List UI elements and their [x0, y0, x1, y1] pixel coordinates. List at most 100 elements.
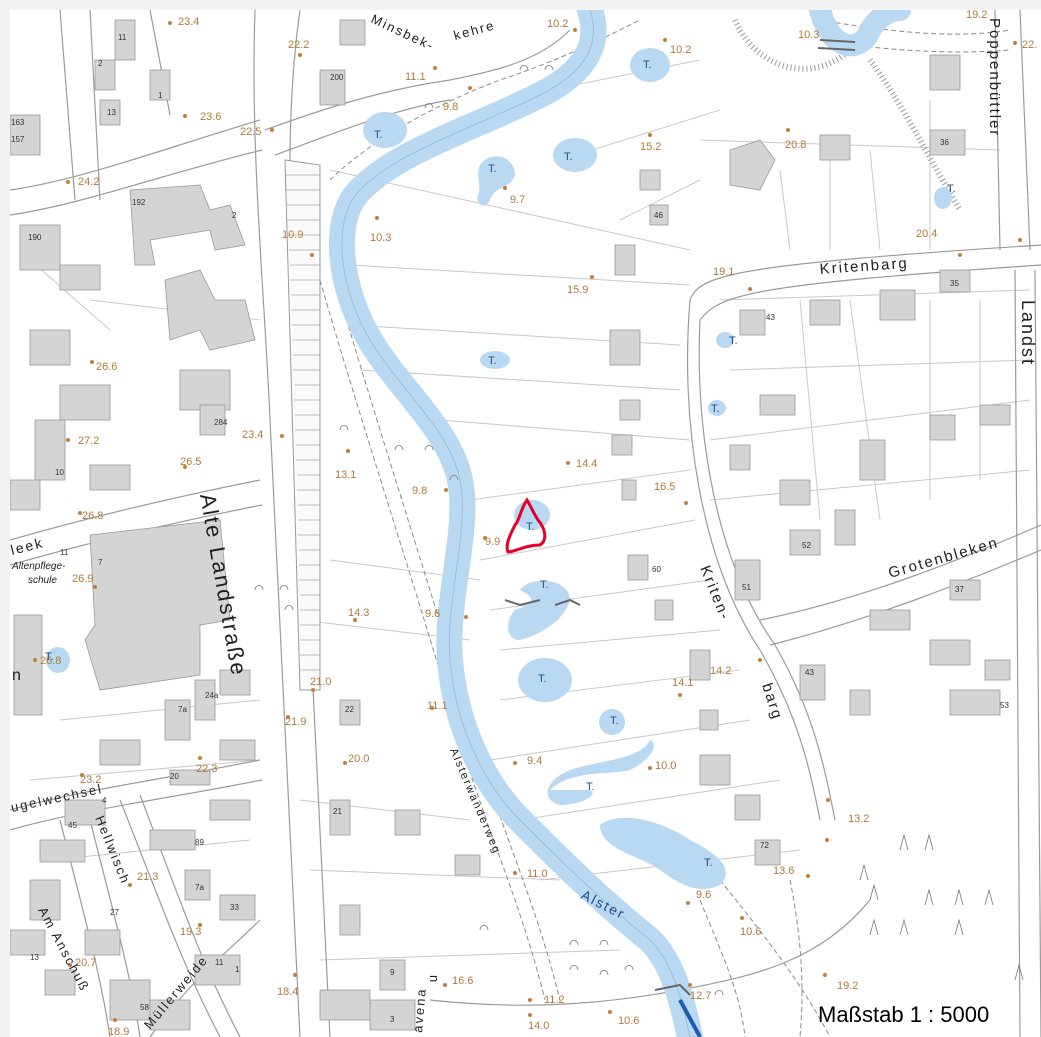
building-number: 36	[940, 138, 949, 147]
building-number: 13	[107, 108, 116, 117]
highlighted-plot[interactable]	[505, 497, 547, 554]
building-number: 22	[345, 705, 354, 714]
height-label: 20.7	[75, 957, 96, 969]
building-number: 21	[333, 807, 342, 816]
height-label: 22.	[1022, 39, 1037, 51]
pond-label: T.	[643, 59, 652, 71]
height-label: 10.9	[282, 229, 303, 241]
building-number: 11	[118, 33, 127, 42]
bridges	[504, 39, 856, 996]
pond-label: T.	[374, 129, 383, 141]
height-dots	[33, 21, 1022, 1022]
building-number: 284	[214, 418, 228, 427]
building-number: 163	[11, 118, 25, 127]
height-label: 14.2	[710, 665, 731, 677]
building-number: 2	[98, 59, 103, 68]
height-label: 26.9	[72, 573, 93, 585]
road-network	[10, 10, 1041, 1037]
height-label: 23.6	[200, 111, 221, 123]
building-number: 43	[805, 668, 814, 677]
building-number: 58	[140, 1003, 149, 1012]
building-number: 1	[158, 91, 163, 100]
building-number: 52	[802, 541, 811, 550]
height-label: 9.6	[696, 889, 711, 901]
height-label: 24.2	[78, 176, 99, 188]
height-label: 15.2	[640, 141, 661, 153]
alster-river	[328, 10, 911, 1037]
height-label: 9.6	[425, 608, 440, 620]
pond-label: T.	[704, 857, 713, 869]
height-label: 12.7	[690, 990, 711, 1002]
height-label: 14.0	[528, 1020, 549, 1032]
height-label: 10.0	[655, 760, 676, 772]
building-number: 45	[68, 821, 77, 830]
building-number: 192	[132, 198, 146, 207]
building-number: 60	[652, 565, 661, 574]
height-label: 21.9	[285, 716, 306, 728]
height-label: 26.5	[180, 456, 201, 468]
building-number: 27	[110, 908, 119, 917]
height-labels: 23.4 22.2 11.1 9.8 10.2 10.2 10.3 19.2 2…	[40, 9, 1037, 1037]
height-label: 22.2	[288, 39, 309, 51]
building-number: 51	[742, 583, 751, 592]
building-number: 11	[215, 958, 224, 967]
height-label: 26.8	[40, 655, 61, 667]
height-label: 18.4	[277, 986, 298, 998]
height-label: 10.2	[547, 18, 568, 30]
building-number: 200	[330, 73, 344, 82]
height-label: 19.2	[966, 9, 987, 21]
street-label-landstrasse-right: Landst	[1018, 300, 1038, 366]
height-label: 19.2	[837, 980, 858, 992]
building-number: 72	[760, 841, 769, 850]
slope-symbols	[254, 65, 1024, 996]
building-number: 33	[230, 903, 239, 912]
pond-label: T.	[538, 673, 547, 685]
street-label-avena: avena	[410, 987, 429, 1034]
height-label: 14.1	[672, 677, 693, 689]
building-number: 43	[766, 313, 775, 322]
building-number: 37	[955, 585, 964, 594]
embankment-hatching	[284, 18, 963, 691]
height-label: 14.3	[348, 607, 369, 619]
pond-label: T.	[564, 151, 573, 163]
height-label: 10.6	[740, 926, 761, 938]
building-number: 2	[232, 211, 237, 220]
height-label: 23.4	[178, 16, 199, 28]
height-label: 10.3	[798, 29, 819, 41]
height-label: 26.8	[82, 510, 103, 522]
scale-label: Maßstab 1 : 5000	[818, 1002, 989, 1027]
building-number: 53	[1000, 701, 1009, 710]
pond-label: T.	[488, 355, 497, 367]
building-number: 190	[28, 233, 42, 242]
height-label: 21.3	[137, 871, 158, 883]
height-label: 20.4	[916, 228, 937, 240]
ponds	[46, 48, 952, 890]
building-number: 7a	[178, 705, 187, 714]
pond-label: T.	[947, 183, 956, 195]
building-number: 46	[654, 211, 663, 220]
height-label: 11.1	[405, 71, 426, 83]
height-label: 10.2	[670, 44, 691, 56]
height-label: 9.7	[510, 194, 525, 206]
height-label: 20.0	[348, 753, 369, 765]
building-numbers: 11 2 1 13 163 157 200 36 192 2 190 46 35…	[11, 33, 1009, 1024]
building-number: 10	[55, 468, 64, 477]
pond-label: T.	[586, 781, 595, 793]
height-label: 23.4	[242, 429, 263, 441]
street-label-fragment-left: n	[12, 667, 21, 684]
street-label-kritenbarg: Kritenbarg	[819, 255, 909, 278]
height-label: 22.3	[196, 763, 217, 775]
buildings	[10, 19, 1011, 1031]
pond-label: T.	[45, 651, 54, 663]
pond-label: T.	[610, 715, 619, 727]
height-label: 10.6	[618, 1015, 639, 1027]
height-label: 21.0	[310, 676, 331, 688]
street-label-fragment-bottom: n	[427, 975, 442, 984]
height-label: 11.1	[427, 700, 448, 712]
building-number: 13	[30, 953, 39, 962]
label-altenpflegeschule-1: Altenpflege-	[11, 561, 66, 572]
building-number: 9	[390, 968, 395, 977]
pond-label: T.	[488, 163, 497, 175]
